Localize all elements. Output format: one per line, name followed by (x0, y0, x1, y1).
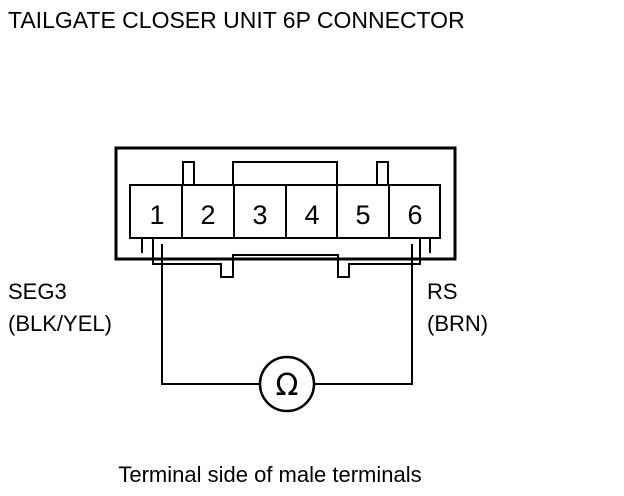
connector-housing (114, 146, 457, 261)
pin-5-label: 5 (355, 200, 370, 230)
locking-tab-right (376, 161, 389, 185)
diagram-caption: Terminal side of male terminals (118, 462, 421, 487)
pin-2-label: 2 (200, 200, 215, 230)
test-lead-right (314, 244, 413, 385)
ohm-symbol: Ω (276, 368, 299, 403)
connector-key-outline (141, 237, 431, 278)
locking-tab-left (182, 161, 195, 185)
ohmmeter-icon (258, 355, 316, 413)
pin-6-label: 6 (407, 200, 422, 230)
diagram-title: TAILGATE CLOSER UNIT 6P CONNECTOR (8, 7, 465, 33)
test-lead-left (161, 244, 260, 385)
locking-tab-center (232, 161, 338, 185)
pin-4-label: 4 (304, 200, 319, 230)
wire-left-color: (BLK/YEL) (8, 311, 112, 336)
wire-right-name: RS (427, 279, 458, 304)
wire-right-color: (BRN) (427, 311, 488, 336)
pin-1-label: 1 (149, 200, 164, 230)
wire-left-name: SEG3 (8, 279, 67, 304)
pin-3-label: 3 (252, 200, 267, 230)
